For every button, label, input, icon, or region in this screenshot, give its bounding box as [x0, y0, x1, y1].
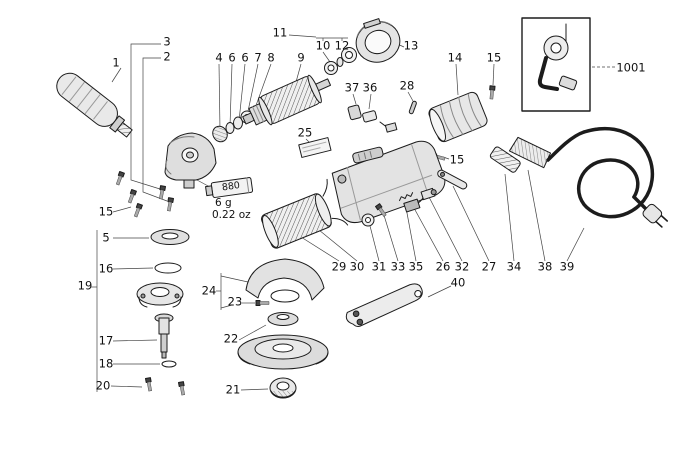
armature — [242, 74, 332, 126]
callout-1: 1 — [112, 55, 120, 70]
callout-4: 4 — [215, 50, 223, 65]
callout-15: 15 — [449, 152, 465, 167]
callout-38: 38 — [537, 259, 553, 274]
inset-box — [521, 17, 591, 112]
callout-27: 27 — [481, 259, 497, 274]
callout-24: 24 — [201, 283, 217, 298]
pin-wrench — [345, 283, 423, 327]
callout-32: 32 — [454, 259, 470, 274]
callout-15: 15 — [98, 204, 114, 219]
callout-30: 30 — [349, 259, 365, 274]
inner-flange — [267, 312, 299, 326]
callout-22: 22 — [223, 331, 239, 346]
spindle-parts — [136, 229, 190, 396]
grease-weight-imperial: 0.22 oz — [212, 209, 251, 221]
grease-tube-label: 880 — [221, 180, 241, 194]
inset-art — [537, 23, 578, 91]
callout-36: 36 — [362, 80, 378, 95]
callout-13: 13 — [403, 38, 419, 53]
nameplate — [298, 137, 332, 158]
stator — [260, 178, 349, 249]
callout-25: 25 — [297, 125, 313, 140]
callout-11: 11 — [272, 25, 288, 40]
callout-39: 39 — [559, 259, 575, 274]
callout-23: 23 — [227, 294, 243, 309]
gear-housing — [164, 132, 217, 189]
callout-20: 20 — [95, 378, 111, 393]
callout-2: 2 — [163, 49, 171, 64]
callout-19: 19 — [77, 278, 93, 293]
fan-cover — [355, 18, 401, 63]
callout-15: 15 — [486, 50, 502, 65]
callout-3: 3 — [163, 34, 171, 49]
callout-28: 28 — [399, 78, 415, 93]
grease-weight-metric: 6 g — [215, 197, 232, 209]
callout-31: 31 — [371, 259, 387, 274]
field-coil — [428, 91, 488, 143]
callout-6: 6 — [241, 50, 249, 65]
motor-housing — [331, 140, 446, 224]
callout-17: 17 — [98, 333, 114, 348]
cable-guide — [489, 146, 521, 173]
callout-12: 12 — [334, 38, 350, 53]
callout-9: 9 — [297, 50, 305, 65]
callout-6: 6 — [228, 50, 236, 65]
callout-7: 7 — [254, 50, 262, 65]
callout-34: 34 — [506, 259, 522, 274]
pin — [408, 100, 417, 115]
callout-18: 18 — [98, 356, 114, 371]
callout-40: 40 — [450, 275, 466, 290]
callout-33: 33 — [390, 259, 406, 274]
callout-5: 5 — [102, 230, 110, 245]
callout-26: 26 — [435, 259, 451, 274]
plug — [642, 203, 669, 228]
cord-sleeve — [508, 136, 552, 169]
side-handle — [56, 72, 133, 138]
callout-8: 8 — [267, 50, 275, 65]
callout-29: 29 — [331, 259, 347, 274]
grinding-wheel — [237, 334, 329, 370]
brush-and-lever-parts — [361, 169, 468, 227]
switch-parts — [347, 104, 398, 133]
callout-35: 35 — [408, 259, 424, 274]
wheel-guard — [245, 258, 325, 306]
callout-1001: 1001 — [616, 60, 646, 75]
bearings — [324, 47, 357, 75]
callout-10: 10 — [315, 38, 331, 53]
grease-tube — [205, 177, 254, 198]
callout-14: 14 — [447, 50, 463, 65]
callout-37: 37 — [344, 80, 360, 95]
callout-16: 16 — [98, 261, 114, 276]
clamp-nut — [269, 377, 297, 399]
callout-21: 21 — [225, 382, 241, 397]
power-cord — [546, 126, 669, 228]
